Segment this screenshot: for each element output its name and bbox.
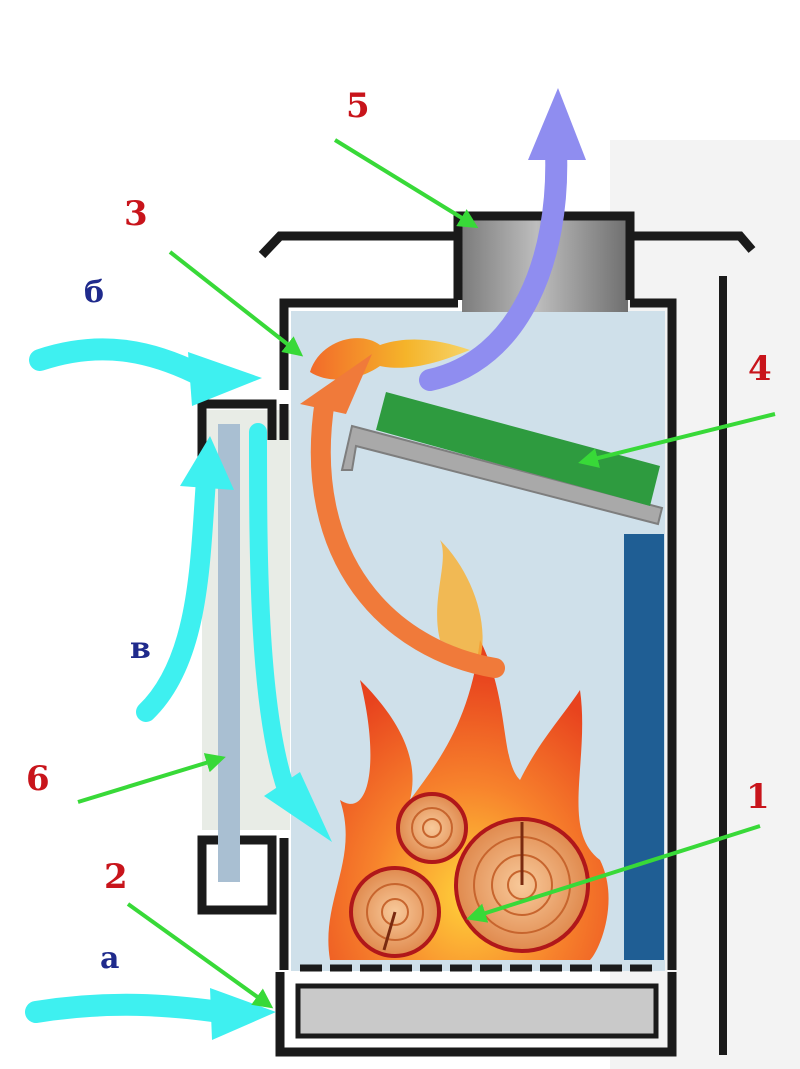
- label-4: 4: [748, 349, 772, 389]
- label-2: 2: [104, 857, 128, 897]
- exhaust-flow: [419, 88, 586, 391]
- ash-pan-outline: [275, 972, 677, 1057]
- firewood: [349, 792, 590, 958]
- top-cap-right: [634, 231, 756, 253]
- door-glass: [218, 424, 240, 882]
- baffle-shelf: [340, 424, 664, 526]
- label-6: 6: [26, 759, 50, 799]
- door-frame-top: [197, 399, 277, 460]
- hot-gas-flow: [300, 354, 505, 678]
- heat-plate: [376, 392, 660, 506]
- top-flame-tongue: [437, 540, 483, 660]
- primary-air-inlet-a: [25, 988, 276, 1040]
- pointer-3: [168, 250, 304, 357]
- label-3: 3: [124, 194, 148, 234]
- pointer-arrows: [77, 138, 776, 1009]
- log-top: [396, 792, 468, 864]
- air-channel-flow-v: [136, 436, 234, 722]
- door-air-flow-down: [249, 423, 332, 842]
- ash-pan: [295, 983, 659, 1039]
- pointer-5: [333, 138, 479, 229]
- label-b: б: [84, 275, 104, 310]
- secondary-air-inlet-b: [29, 338, 262, 406]
- pointer-4: [578, 412, 776, 468]
- side-panel: [624, 534, 664, 960]
- label-v: в: [130, 631, 151, 666]
- label-1: 1: [746, 777, 770, 817]
- pointer-6: [77, 753, 226, 804]
- pointer-2: [126, 902, 274, 1009]
- chamber-right-wall: [630, 298, 677, 970]
- pointer-1: [466, 824, 761, 923]
- afterburn-flame: [310, 338, 470, 380]
- label-a: а: [100, 941, 119, 976]
- label-5: 5: [346, 86, 370, 126]
- top-cap-left: [258, 231, 460, 259]
- chamber-top-left-wall: [279, 298, 458, 390]
